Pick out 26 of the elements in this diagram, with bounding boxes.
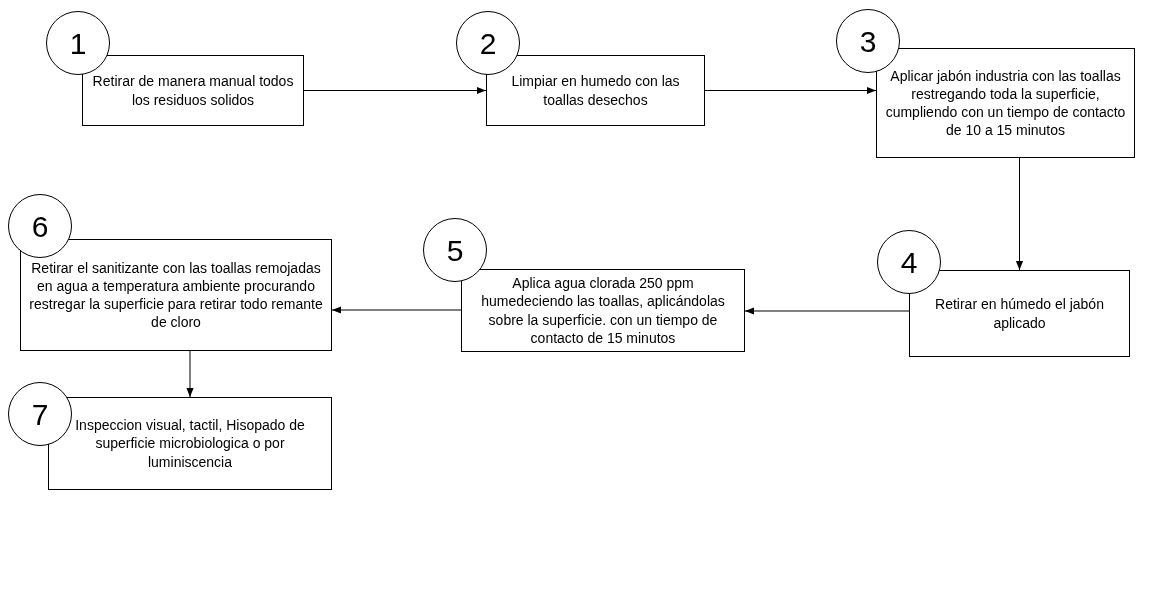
- step-text: Limpiar en humedo con las toallas desechos: [510, 72, 681, 109]
- step-text: Retirar el sanitizante con las toallas remojadas en agua a temperatura ambiente procurando restregar la superficie para retirar todo remante de cloro: [29, 258, 323, 332]
- process-box: [876, 48, 1135, 158]
- step-text: Aplicar jabón industria con las toallas restregando toda la superficie, cumpliendo con un tiempo de contacto de 10 a 15 minutos: [885, 66, 1126, 140]
- arrow: [704, 86, 877, 95]
- step-number: 2: [479, 25, 497, 62]
- process-box: [48, 397, 332, 490]
- step-text: Inspeccion visual, tactil, Hisopado de superficie microbiologica o por luminiscencia: [74, 416, 306, 471]
- arrow: [303, 86, 487, 95]
- step-text: Retirar en húmedo el jabón aplicado: [934, 295, 1105, 332]
- step-number: 3: [859, 23, 877, 60]
- arrow: [1015, 157, 1024, 271]
- step-text: Aplica agua clorada 250 ppm humedeciendo las toallas, aplicándolas sobre la superficie. con un tiempo de contacto de 15 minutos: [480, 274, 726, 347]
- process-box: [82, 55, 304, 126]
- process-box: [20, 239, 332, 351]
- process-box: [461, 269, 745, 352]
- arrow: [186, 350, 194, 398]
- step-number: 6: [31, 208, 49, 245]
- step-text: Retirar de manera manual todos los residuos solidos: [91, 72, 295, 109]
- arrow: [744, 307, 910, 315]
- arrow: [331, 306, 462, 314]
- process-box: [486, 55, 705, 126]
- step-number: 4: [900, 244, 918, 281]
- step-number: 5: [446, 232, 464, 269]
- step-number: 7: [31, 396, 49, 433]
- step-number: 1: [69, 25, 87, 62]
